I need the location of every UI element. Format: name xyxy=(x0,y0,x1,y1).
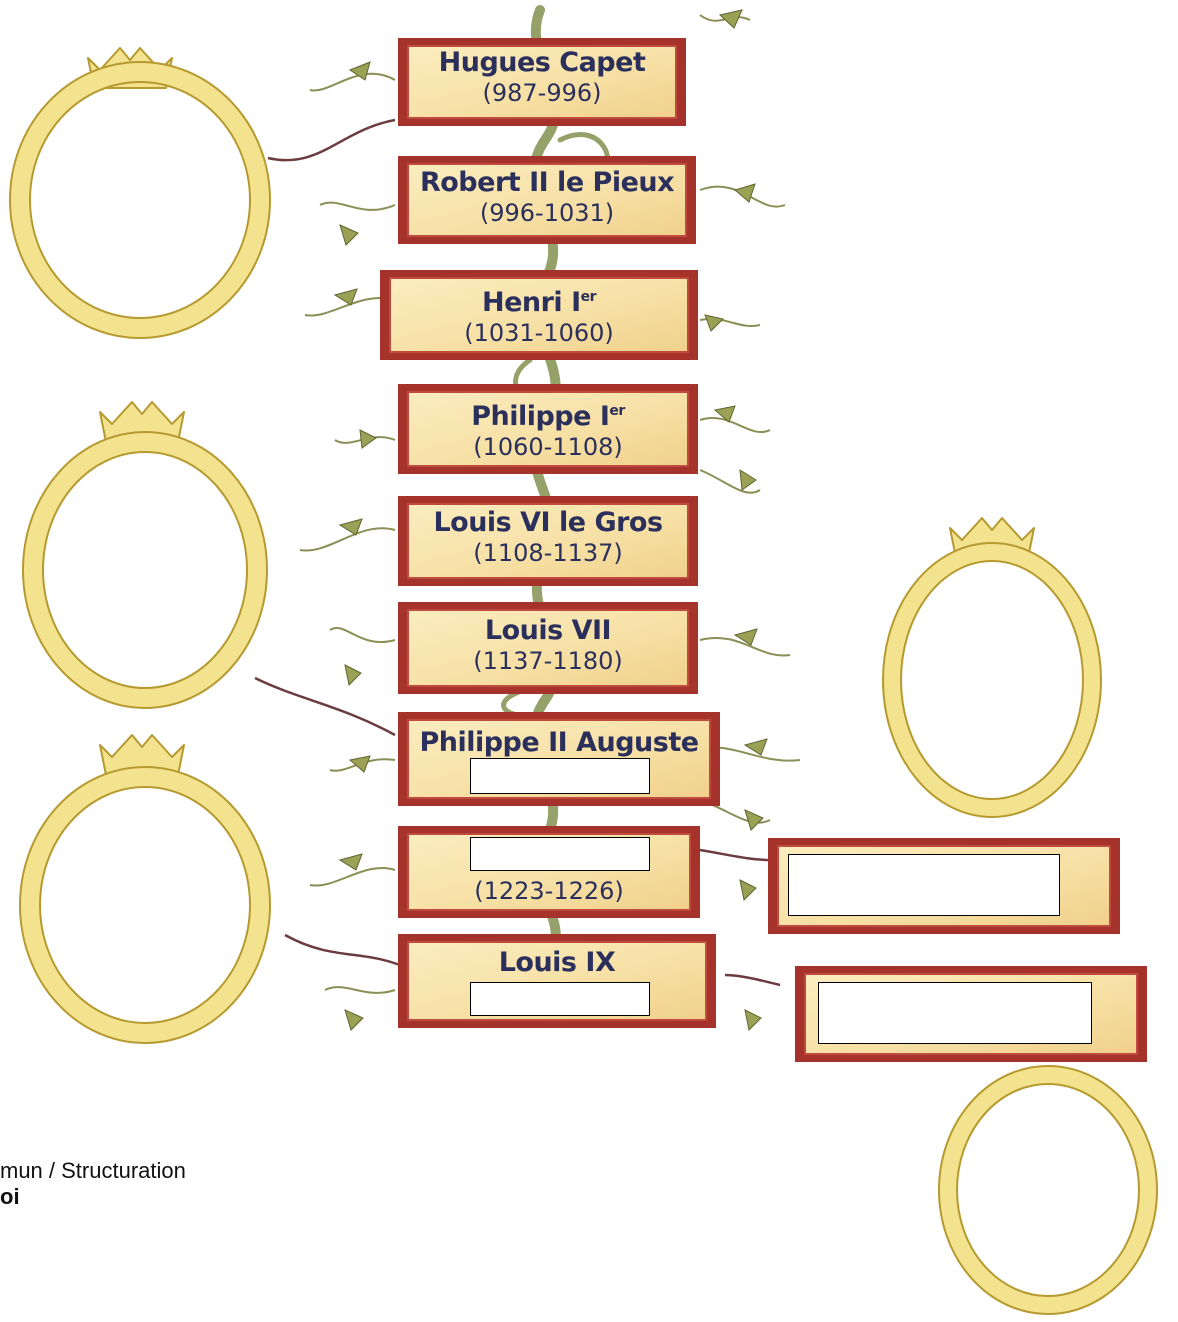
king-label-hugues-capet: Hugues Capet (987-996) xyxy=(408,48,676,108)
portrait-frame-2 xyxy=(22,401,268,709)
portrait-frame-4 xyxy=(882,517,1102,818)
king-label-louis-viii: (1223-1226) xyxy=(408,876,690,906)
king-label-philippe-i: Philippe Ier (1060-1108) xyxy=(408,396,688,462)
king-name: Hugues Capet xyxy=(438,47,646,78)
banner-hugues-capet xyxy=(398,38,686,126)
king-name: Louis IX xyxy=(498,947,616,978)
portrait-frame-1 xyxy=(9,47,271,339)
king-label-philippe-ii: Philippe II Auguste xyxy=(408,728,710,758)
footer-line-2: oi xyxy=(0,1184,20,1209)
king-name: Philippe II Auguste xyxy=(419,727,699,758)
king-name: Philippe Ier xyxy=(471,401,625,432)
king-dates: (1060-1108) xyxy=(473,433,623,461)
banner-philippe-i xyxy=(398,384,698,474)
leaves xyxy=(333,9,1147,1032)
blank-dates-philippe-ii[interactable] xyxy=(470,758,650,794)
king-dates: (1108-1137) xyxy=(473,539,623,567)
portrait-frame-5 xyxy=(938,1065,1158,1315)
side-vines xyxy=(299,14,801,994)
footer-line-1: mun / Structuration xyxy=(0,1158,186,1183)
blank-spouse-2[interactable] xyxy=(818,982,1092,1044)
king-name: Louis VII xyxy=(484,615,612,646)
king-label-henri-i: Henri Ier (1031-1060) xyxy=(390,282,688,348)
banner-louis-vi xyxy=(398,496,698,586)
king-label-louis-vii: Louis VII (1137-1180) xyxy=(408,616,688,676)
banner-louis-vii xyxy=(398,602,698,694)
king-dates: (996-1031) xyxy=(479,199,615,227)
portrait-frames xyxy=(9,47,1158,1315)
banner-robert-ii xyxy=(398,156,696,244)
blank-spouse-1[interactable] xyxy=(788,854,1060,916)
portrait-frame-3 xyxy=(19,734,271,1044)
banner-henri-i xyxy=(380,270,698,360)
king-dates: (987-996) xyxy=(482,79,602,107)
vine-trunk xyxy=(501,5,611,965)
king-label-louis-ix: Louis IX xyxy=(408,948,706,978)
frame-connectors xyxy=(254,118,781,987)
blank-name-louis-viii[interactable] xyxy=(470,837,650,871)
king-name: Louis VI le Gros xyxy=(433,507,663,538)
blank-dates-louis-ix[interactable] xyxy=(470,982,650,1016)
king-name: Robert II le Pieux xyxy=(419,167,675,198)
king-label-louis-vi: Louis VI le Gros (1108-1137) xyxy=(408,508,688,568)
king-dates: (1031-1060) xyxy=(464,319,614,347)
king-name: Henri Ier xyxy=(481,287,597,318)
king-dates: (1137-1180) xyxy=(473,647,623,675)
king-dates: (1223-1226) xyxy=(474,877,624,905)
king-label-robert-ii: Robert II le Pieux (996-1031) xyxy=(408,168,686,228)
footer-text: mun / Structuration oi xyxy=(0,1158,186,1210)
